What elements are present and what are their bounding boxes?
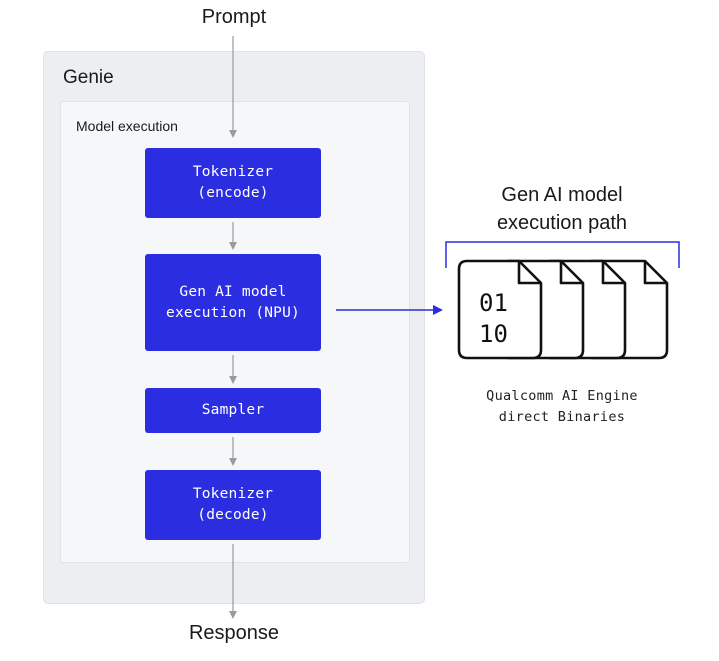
tokenizer-decode-block: Tokenizer (decode): [145, 470, 321, 540]
file-fold: [559, 261, 583, 285]
binaries-caption-line2: direct Binaries: [498, 409, 626, 425]
block-label-line2: (encode): [197, 185, 269, 201]
binaries-caption: Qualcomm AI Engine direct Binaries: [440, 386, 684, 428]
block-label-line2: execution (NPU): [166, 304, 300, 321]
model-execution-title: Model execution: [76, 118, 178, 134]
file-fold: [517, 261, 541, 285]
file-body: [457, 259, 543, 360]
block-label-line1: Gen AI model: [179, 283, 287, 300]
execution-path-title-line2: execution path: [496, 212, 628, 234]
binary-digits: 10: [479, 320, 508, 348]
execution-path-title: Gen AI model execution path: [462, 181, 662, 237]
genie-title: Genie: [63, 67, 114, 88]
block-label-line1: Tokenizer: [192, 486, 274, 502]
sampler-block: Sampler: [145, 388, 321, 433]
binary-files-stack: 1010100110: [457, 259, 669, 360]
binaries-caption-line1: Qualcomm AI Engine: [486, 388, 638, 404]
file-fold: [601, 261, 625, 285]
tokenizer-encode-block: Tokenizer (encode): [145, 148, 321, 218]
response-label: Response: [188, 622, 280, 644]
execution-path-title-line1: Gen AI model: [501, 184, 623, 206]
gen-ai-execution-block: Gen AI model execution (NPU): [145, 254, 321, 351]
prompt-label: Prompt: [201, 6, 267, 28]
file-fold: [643, 261, 667, 285]
block-label-line1: Tokenizer: [192, 164, 274, 180]
binary-digits: 01: [479, 289, 508, 317]
block-label-line2: (decode): [197, 507, 269, 523]
block-label-line1: Sampler: [201, 402, 265, 418]
execution-path-bracket: [445, 241, 680, 268]
